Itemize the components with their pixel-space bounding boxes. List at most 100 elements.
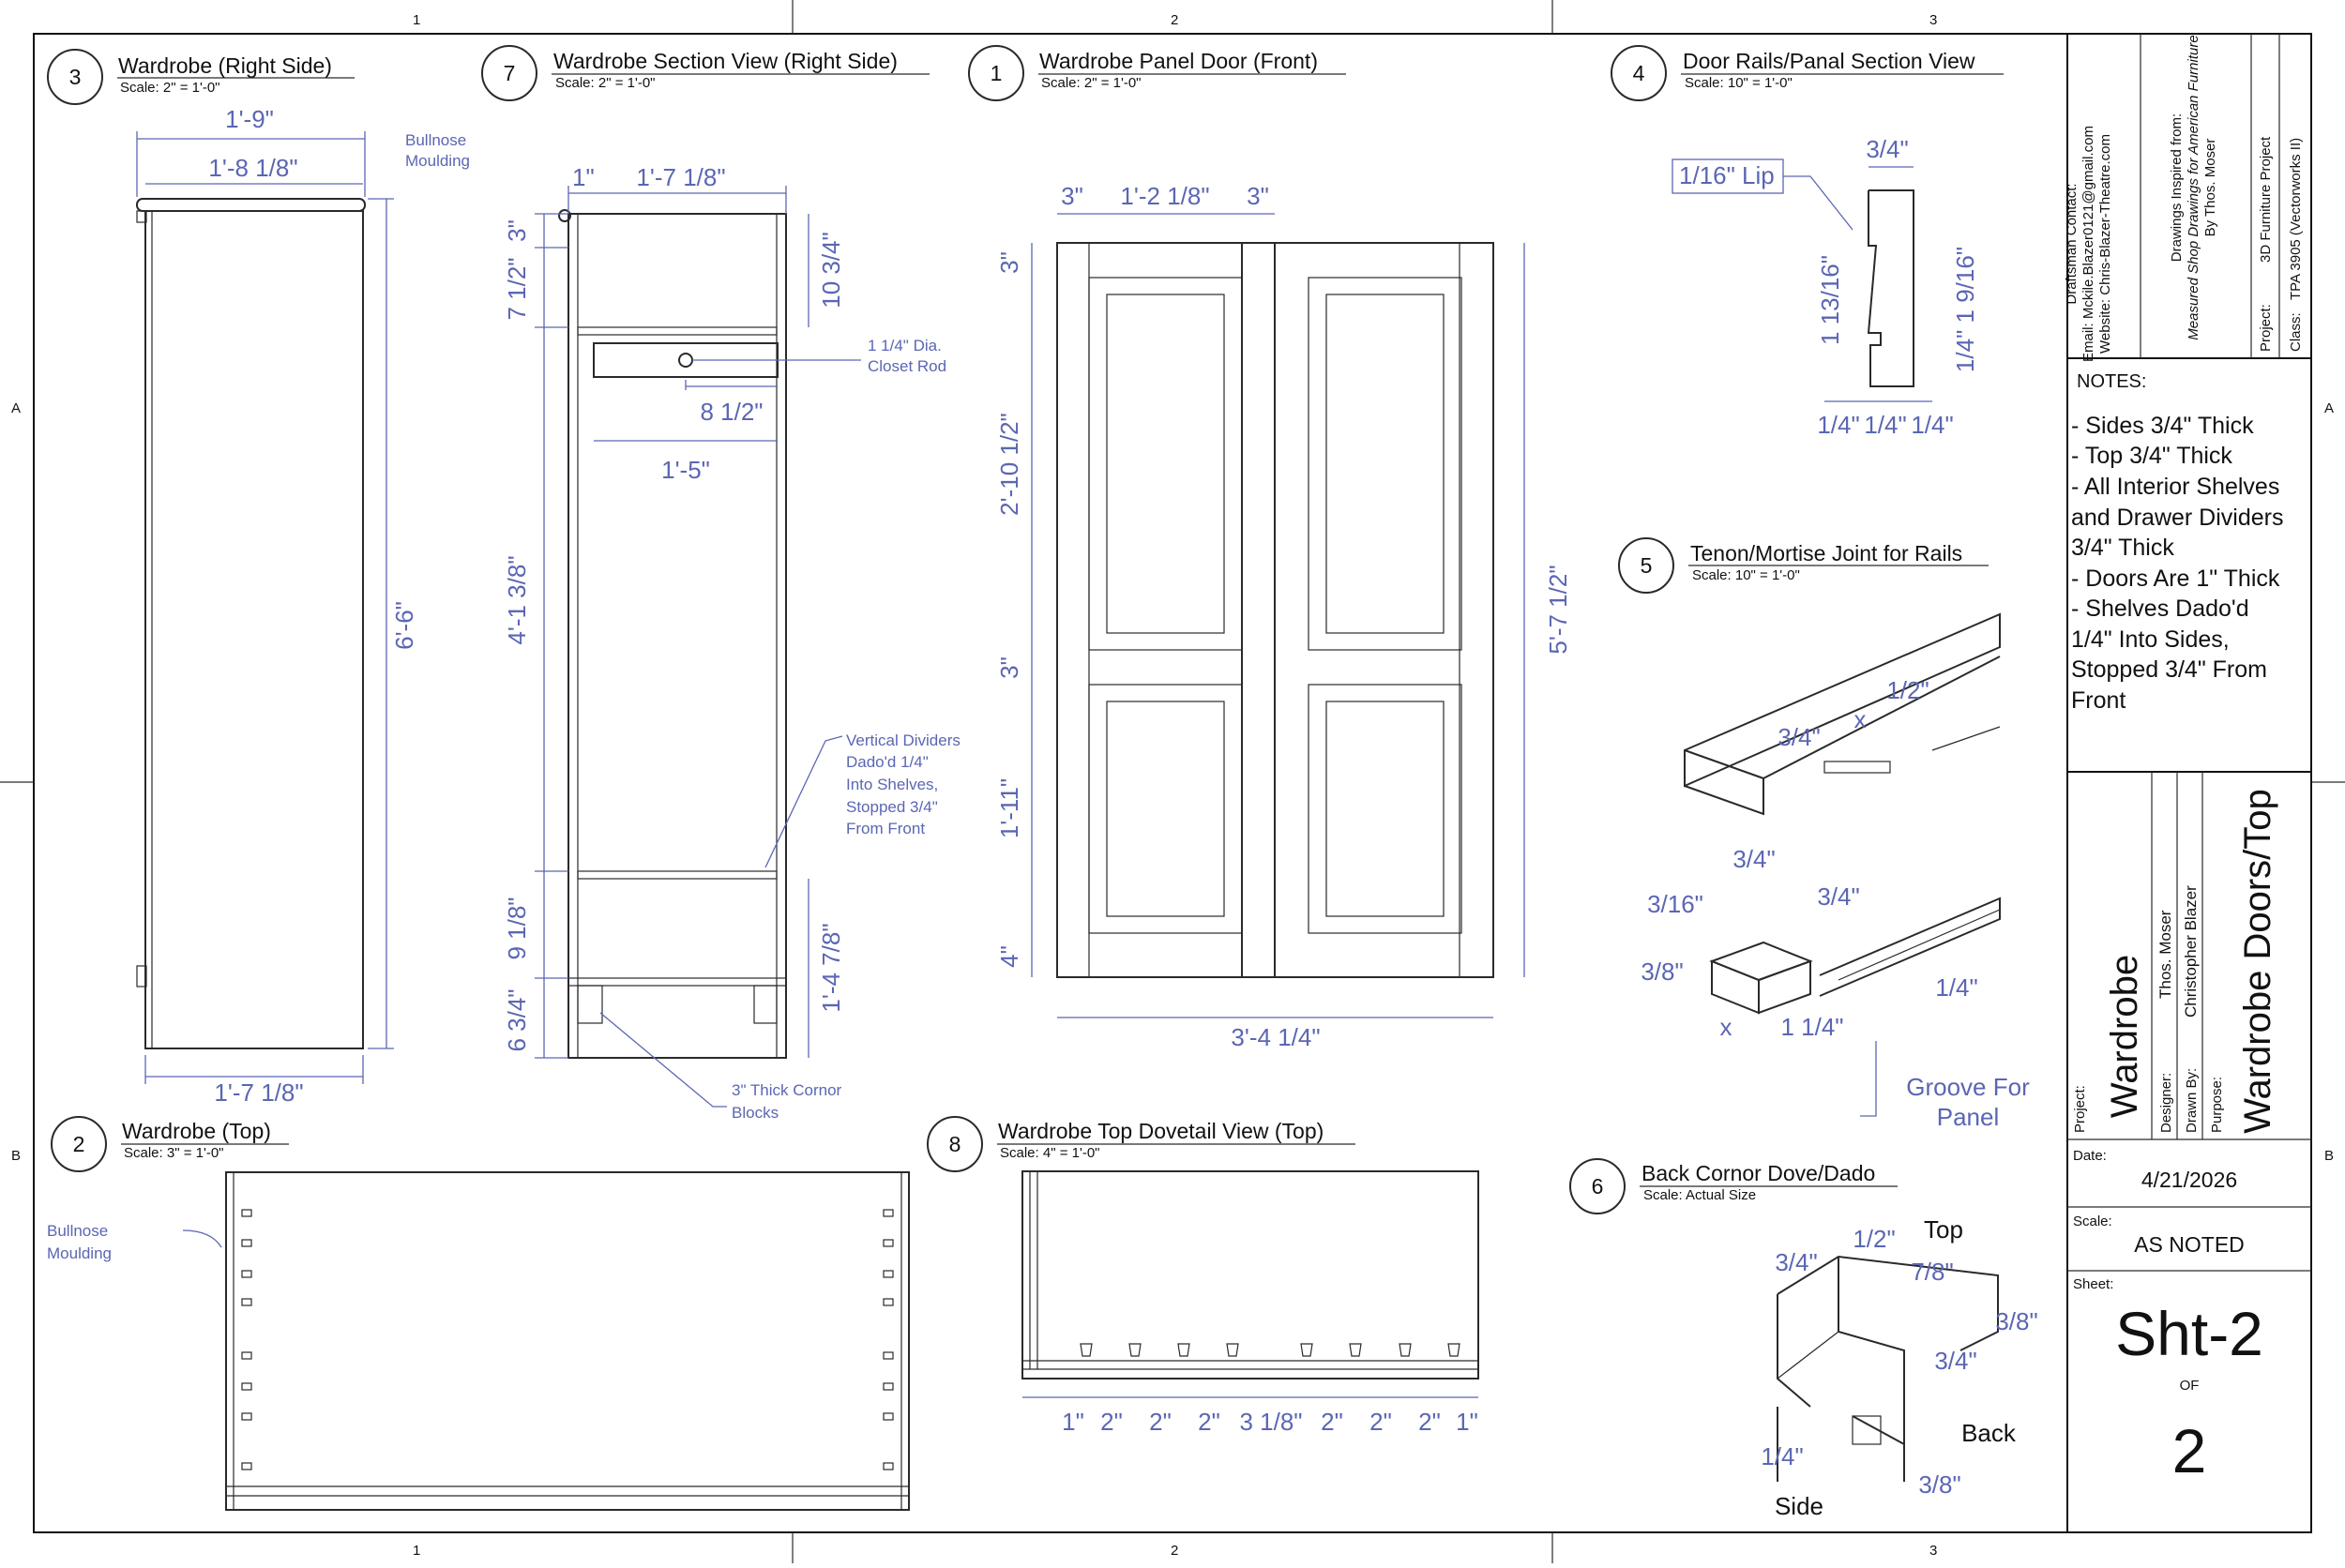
dim: 3" — [1061, 182, 1083, 210]
pin — [241, 1270, 252, 1278]
col-label: 2 — [1171, 1543, 1178, 1559]
upper-shelf — [577, 326, 778, 336]
view-panel-door: 1 Wardrobe Panel Door (Front) Scale: 2" … — [968, 45, 1572, 1051]
view-title: Wardrobe Section View (Right Side) — [553, 49, 898, 73]
dim: 1/4" — [1864, 411, 1906, 439]
view-scale: Scale: 4" = 1'-0" — [1000, 1145, 1100, 1161]
view-title: Wardrobe Top Dovetail View (Top) — [998, 1119, 1324, 1143]
note-rod: 1 1/4" Dia. — [868, 337, 942, 354]
pin — [1399, 1343, 1412, 1357]
view-number: 8 — [949, 1132, 961, 1156]
project-value: 3D Furniture Project — [2258, 136, 2274, 263]
class-value: TPA 3905 (Vectorworks II) — [2288, 138, 2304, 300]
dim-door-width: 3'-4 1/4" — [1231, 1023, 1320, 1051]
dim: 3/4" — [1778, 723, 1820, 751]
groove-rail — [1819, 897, 2001, 997]
designer-label: Designer: — [2158, 1073, 2174, 1133]
note-groove: Groove For — [1906, 1073, 2030, 1101]
dim: 1'-4 7/8" — [817, 923, 845, 1012]
dim: 3/4" — [1775, 1248, 1817, 1276]
note-divider: Stopped 3/4" — [846, 798, 938, 816]
dim-segment: 1" — [1062, 1408, 1084, 1436]
tenon — [1709, 941, 1813, 982]
label-back: Back — [1961, 1419, 2017, 1447]
view-title: Door Rails/Panal Section View — [1683, 49, 1975, 73]
pin — [1080, 1343, 1093, 1357]
note-moulding: Moulding — [47, 1244, 112, 1262]
pin — [241, 1412, 252, 1421]
view-scale: Scale: 2" = 1'-0" — [1041, 75, 1142, 91]
dim: 1'-5" — [661, 456, 710, 484]
view-wardrobe-section: 7 Wardrobe Section View (Right Side) Sca… — [481, 45, 961, 1122]
label-top: Top — [1924, 1215, 1963, 1244]
title-block: Draftsman Contact: Email: Mckile.Blazer0… — [2064, 33, 2312, 1533]
sheet-label: Sheet: — [2073, 1276, 2113, 1292]
note-moulding: Moulding — [405, 152, 470, 170]
purpose-label: Purpose: — [2209, 1077, 2225, 1133]
col-label: 2 — [1171, 12, 1178, 28]
closet-rod — [678, 353, 693, 368]
dim: 2'-10 1/2" — [995, 413, 1023, 516]
view-number: 5 — [1641, 553, 1653, 578]
lower-shelf — [577, 870, 778, 880]
note-bullnose: Bullnose — [47, 1222, 108, 1240]
note-line: 3/4" Thick — [2071, 535, 2174, 561]
dim: 3" — [995, 251, 1023, 274]
dim: 1" — [572, 163, 595, 191]
dim: 1/4" — [1761, 1442, 1803, 1470]
dim: 7/8" — [1911, 1258, 1953, 1286]
class-label: Class: — [2288, 312, 2304, 352]
dim: 4'-1 3/8" — [503, 555, 531, 644]
view-number: 6 — [1592, 1174, 1604, 1199]
note-divider: Vertical Dividers — [846, 731, 961, 749]
dim: 4" — [995, 945, 1023, 968]
note-divider: Dado'd 1/4" — [846, 753, 929, 771]
contact-line: Draftsman Contact: — [2064, 183, 2080, 304]
dim-lip: 1/16" Lip — [1679, 161, 1775, 189]
dim: 3/8" — [1641, 957, 1683, 986]
dim-bottom-width: 1'-7 1/8" — [214, 1078, 303, 1107]
dim-segment: 2" — [1321, 1408, 1343, 1436]
dim: 3/4" — [1866, 135, 1908, 163]
inspired-line: By Thos. Moser — [2202, 139, 2218, 237]
pin — [241, 1382, 252, 1391]
note-line: - Doors Are 1" Thick — [2071, 565, 2280, 592]
pin — [1128, 1343, 1142, 1357]
view-scale: Scale: 2" = 1'-0" — [555, 75, 656, 91]
purpose-value: Wardrobe Doors/Top — [2237, 789, 2278, 1134]
dim-door-height: 5'-7 1/2" — [1544, 565, 1572, 654]
dim: 1/4" — [1911, 411, 1953, 439]
note-line: and Drawer Dividers — [2071, 505, 2283, 531]
note-line: Front — [2071, 687, 2126, 714]
dim-segment: 3 1/8" — [1239, 1408, 1302, 1436]
dim: x — [1720, 1013, 1732, 1041]
row-label: A — [2324, 400, 2334, 416]
dim: 1'-2 1/8" — [1120, 182, 1209, 210]
pin — [883, 1270, 894, 1278]
contact-line: Website: Chris-Blazer-Theatre.com — [2097, 134, 2113, 354]
rail-profile — [1867, 189, 1914, 387]
scale-value: AS NOTED — [2134, 1232, 2245, 1257]
dim: 1/2" — [1853, 1225, 1895, 1253]
note-line: Stopped 3/4" From — [2071, 656, 2267, 683]
dim: 1/2" — [1886, 676, 1929, 704]
sheet-number: Sht-2 — [2115, 1299, 2263, 1368]
project-name: Wardrobe — [2104, 955, 2145, 1118]
pin — [883, 1462, 894, 1470]
view-wardrobe-right-side: 3 Wardrobe (Right Side) Scale: 2" = 1'-0… — [47, 49, 470, 1107]
view-title: Wardrobe Panel Door (Front) — [1039, 49, 1318, 73]
dim: 3/4" — [1732, 845, 1775, 873]
pin — [241, 1239, 252, 1247]
pin — [883, 1209, 894, 1217]
view-title: Tenon/Mortise Joint for Rails — [1690, 541, 1962, 565]
col-label: 3 — [1929, 12, 1937, 28]
dim: x — [1854, 705, 1867, 733]
door-left-panels — [1088, 277, 1243, 934]
view-number-bubble — [47, 49, 103, 105]
note-line: - Top 3/4" Thick — [2071, 443, 2232, 469]
row-label: B — [2324, 1148, 2334, 1164]
pin — [883, 1382, 894, 1391]
date-label: Date: — [2073, 1148, 2107, 1164]
